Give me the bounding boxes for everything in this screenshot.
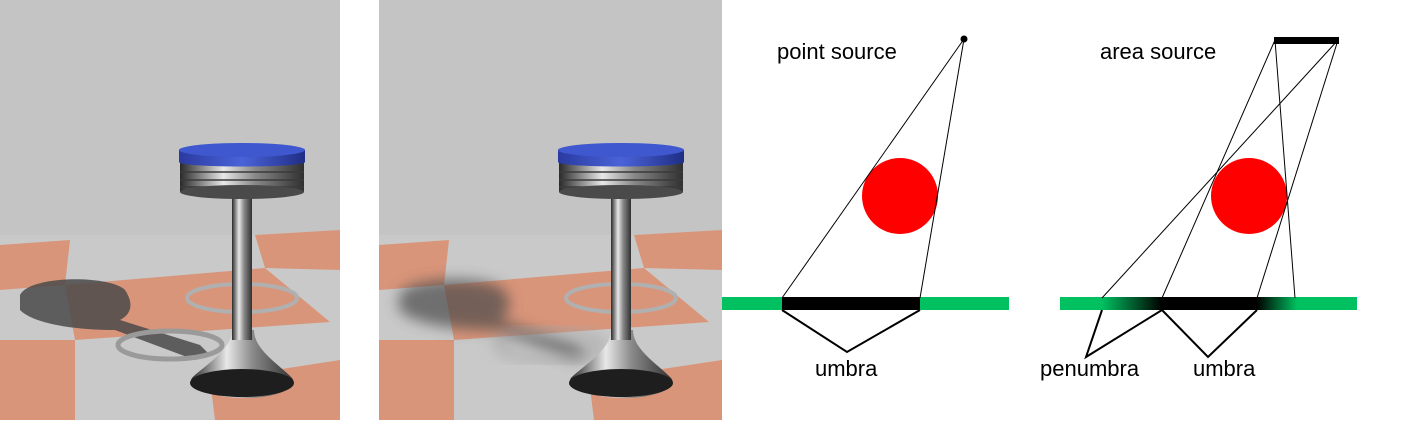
point-light-source [960,35,968,43]
soft-shadow [399,279,589,360]
area-light-source [1274,37,1339,44]
light-ray [919,38,965,299]
penumbra-label: penumbra [1040,356,1140,381]
stool-seat-top [179,143,305,157]
point-source-diagram: point source umbra [722,35,1009,381]
floor-tile [379,340,454,420]
umbra-pointer [781,309,921,354]
render-soft-shadow [379,0,722,420]
hard-shadow [20,279,210,360]
area-source-label: area source [1100,39,1216,64]
point-source-label: point source [777,39,897,64]
floor-tile [0,240,70,290]
occluder-sphere [862,158,938,234]
floor-tile [634,230,722,270]
footring-shadow [115,328,225,362]
light-ray [1101,39,1339,299]
stool-base-foot [190,369,294,397]
stool-scene-soft [379,0,722,420]
penumbra-pointer [1084,309,1163,360]
light-ray [1256,39,1339,299]
wall [379,0,722,250]
stool-seat-top [558,143,684,157]
wall [0,0,340,250]
umbra-region [1162,297,1257,310]
light-ray [781,38,965,299]
floor-tile [0,340,75,420]
stool-scene-hard [0,0,340,420]
light-ray [1161,39,1276,299]
stool-pole [232,190,252,340]
umbra-label: umbra [1193,356,1256,381]
stool-base-foot [569,369,673,397]
floor-tile [255,230,340,270]
umbra-region [782,297,920,310]
floor-tile [379,240,449,290]
umbra-pointer [1161,309,1258,359]
penumbra-region-left [1102,297,1162,310]
footring-shadow [494,328,604,362]
shadow-diagrams: point source umbra area source penumbra … [722,0,1402,420]
area-source-diagram: area source penumbra umbra [1040,37,1357,381]
light-ray [1274,39,1296,299]
occluder-sphere [1211,158,1287,234]
diagrams-svg: point source umbra area source penumbra … [722,35,1357,381]
stool-pole [611,190,631,340]
penumbra-region-right [1257,297,1297,310]
render-hard-shadow [0,0,340,420]
umbra-label: umbra [815,356,878,381]
